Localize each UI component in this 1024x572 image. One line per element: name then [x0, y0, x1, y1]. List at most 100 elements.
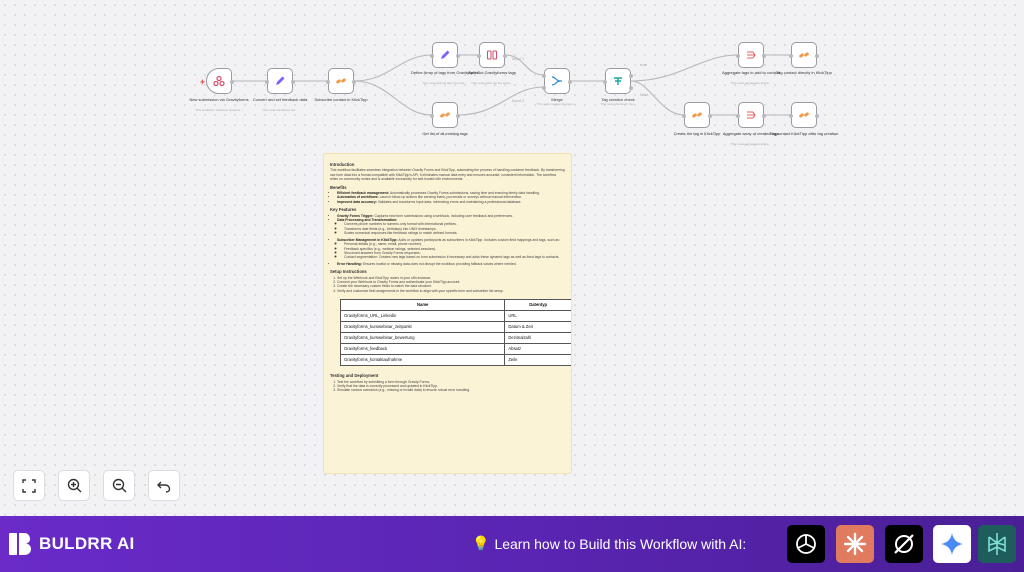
- trigger-bolt-icon: [200, 72, 205, 85]
- node-get-tags[interactable]: [430, 102, 460, 128]
- if-branch-icon: [614, 77, 622, 85]
- setup-step: Verify and customize field assignments i…: [337, 289, 565, 293]
- klicktipp-icon: [440, 112, 450, 118]
- setup-step: Connect your Webhook to Gravity Forms an…: [337, 280, 565, 284]
- chatgpt-button[interactable]: [787, 525, 825, 563]
- node-label: Split Out Gravityforms tags: [468, 70, 516, 75]
- node-note: This node checks for the...: [600, 102, 636, 106]
- feature-title: Subscriber Management in KlickTipp:: [337, 237, 398, 242]
- testing-step: Verify that the data is correctly proces…: [337, 384, 565, 388]
- table-cell: Dezimalzahl: [504, 332, 571, 345]
- reset-zoom-button[interactable]: [148, 470, 180, 501]
- node-label: Tag creation check: [601, 97, 635, 102]
- node-tag-contact-after-creation[interactable]: [789, 102, 819, 128]
- connections-layer: Input 1 Input 2 true false: [232, 54, 791, 116]
- node-subscribe-contact[interactable]: [326, 68, 356, 94]
- node-gravityforms-trigger[interactable]: [206, 68, 234, 94]
- table-cell: URL: [504, 310, 571, 323]
- node-aggregate-tags[interactable]: [736, 42, 766, 68]
- node-label: Tag contact KlickTipp after tag creation: [769, 131, 839, 136]
- node-define-tags[interactable]: [430, 42, 460, 68]
- merge-icon: [551, 76, 562, 86]
- table-cell: Gravityforms_URL_Linkedin: [339, 310, 506, 323]
- setup-step: Create the necessary custom fields to ma…: [337, 284, 565, 288]
- klicktipp-icon: [336, 78, 346, 84]
- node-note: This workflow / webhook receives...: [195, 108, 243, 112]
- connection: [457, 86, 545, 116]
- feature-title: Gravity Forms Trigger:: [337, 213, 374, 218]
- table-cell: Datum & Zeit: [504, 321, 571, 334]
- benefit-item: Improved data accuracy: Validates and tr…: [337, 200, 565, 204]
- feature-subitem: Structured answers from Gravity Forms re…: [344, 251, 565, 255]
- node-tag-contact-directly[interactable]: [789, 42, 819, 68]
- feature-item: Error Handling: Ensures invalid or missi…: [337, 262, 565, 266]
- node-note: This node aggregates all the...: [730, 142, 772, 146]
- note-heading: Benefits: [330, 184, 347, 190]
- node-create-tag[interactable]: [682, 102, 712, 128]
- feature-item: Subscriber Management in KlickTipp: Adds…: [337, 238, 565, 260]
- pencil-icon: [276, 76, 285, 85]
- cta-text: Learn how to Build this Workflow with AI…: [494, 535, 747, 552]
- node-split-out-tags[interactable]: [477, 42, 507, 68]
- connection: [353, 54, 433, 82]
- zoom-out-button[interactable]: [103, 470, 135, 501]
- footer-banner: BULDRR AI 💡 Learn how to Build this Work…: [0, 516, 1024, 572]
- fullscreen-icon: [22, 478, 36, 493]
- node-aggregate-created-tags[interactable]: [736, 102, 766, 128]
- note-heading: Testing and Deployment: [330, 373, 379, 379]
- klicktipp-icon: [799, 112, 809, 118]
- sticky-note[interactable]: Introduction This workflow facilitates s…: [323, 153, 572, 474]
- node-label: New submission via Gravityforms: [189, 97, 249, 102]
- claude-button[interactable]: [836, 525, 874, 563]
- feature-item: Gravity Forms Trigger: Captures new form…: [337, 214, 565, 218]
- node-label: Subscribe contact in KlickTipp: [314, 97, 368, 102]
- klicktipp-icon: [799, 52, 809, 58]
- fit-view-button[interactable]: [13, 470, 45, 501]
- feature-subitem: Feedback specifics (e.g., webinar rating…: [344, 247, 565, 251]
- pencil-icon: [441, 50, 450, 59]
- feature-subitem: Contact segmentation: Creates new tags b…: [344, 255, 565, 259]
- connection: [353, 80, 433, 116]
- benefits-list: Efficient feedback management: Automatic…: [330, 191, 565, 204]
- table-cell: Gravityforms_feedback: [339, 343, 506, 356]
- brand[interactable]: BULDRR AI: [8, 532, 135, 556]
- table-cell: Absatz: [504, 343, 571, 356]
- node-label: Get list of all existing tags: [422, 131, 468, 136]
- feature-sublist: Converts phone numbers to numeric-only f…: [337, 222, 565, 235]
- feature-sublist: Personal details (e.g., name, email, pho…: [337, 242, 565, 260]
- perplexity-button[interactable]: [978, 525, 1016, 563]
- workflow-canvas[interactable]: Input 1 Input 2 true false New submissio…: [0, 0, 1024, 516]
- split-out-icon: [487, 50, 497, 60]
- undo-icon: [157, 481, 171, 493]
- node-tag-creation-check[interactable]: [603, 68, 633, 94]
- gemini-button[interactable]: [933, 525, 971, 563]
- benefit-title: Automation of workflows:: [337, 195, 379, 200]
- grok-button[interactable]: [885, 525, 923, 563]
- chatgpt-icon: [796, 534, 816, 554]
- cta: 💡 Learn how to Build this Workflow with …: [472, 535, 746, 552]
- table-cell: Zeile: [504, 354, 571, 367]
- node-merge[interactable]: [542, 68, 572, 94]
- gemini-icon: [941, 533, 963, 555]
- table-header: Name: [339, 299, 506, 312]
- benefit-item: Automation of workflows: Launch follow-u…: [337, 195, 565, 199]
- zoom-in-button[interactable]: [58, 470, 90, 501]
- feature-subitem: Converts phone numbers to numeric-only f…: [344, 222, 565, 226]
- testing-step: Simulate various scenarios (e.g., missin…: [337, 388, 565, 392]
- table-header: Datentyp: [504, 299, 571, 312]
- table-cell: Gravityforms_kurswebinar_zeitpunkt: [339, 321, 506, 334]
- node-convert-feedback[interactable]: [265, 68, 295, 94]
- benefit-item: Efficient feedback management: Automatic…: [337, 191, 565, 195]
- node-note: This node splits out the entire...: [471, 81, 513, 85]
- features-list: Gravity Forms Trigger: Captures new form…: [330, 214, 565, 266]
- aggregate-icon: [747, 51, 756, 59]
- feature-subitem: Transforms date fields (e.g., birthdays)…: [344, 227, 565, 231]
- connection: [630, 80, 685, 116]
- node-label: Convert and set feedback data: [252, 97, 308, 102]
- perplexity-icon: [988, 533, 1006, 555]
